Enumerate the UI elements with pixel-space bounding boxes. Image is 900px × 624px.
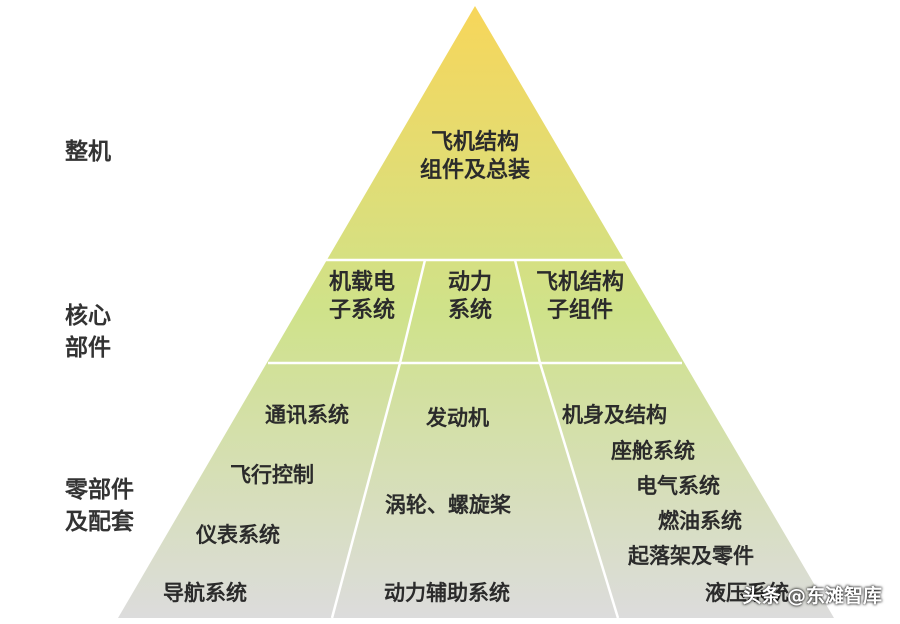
tier3-right-item: 座舱系统 [611, 439, 695, 463]
level-label-bottom: 零部件及配套 [65, 477, 134, 536]
tier3-right-item: 起落架及零件 [628, 544, 754, 568]
level-label-top: 整机 [65, 139, 111, 165]
divider-tier2-right [513, 259, 542, 364]
tier2-power: 动力系统 [447, 270, 492, 323]
level-label-middle: 核心部件 [65, 303, 111, 362]
tier3-right-item: 电气系统 [636, 474, 720, 498]
divider-tier3-left [330, 362, 402, 619]
tier3-right-item: 液压系统 [705, 581, 789, 605]
watermark: 头条 @东滩智库 [742, 585, 882, 607]
tier3-left-item: 通讯系统 [265, 403, 349, 427]
tier3-right-item: 燃油系统 [658, 509, 742, 533]
tier3-center-item: 发动机 [426, 406, 489, 430]
tier3-left-item: 仪表系统 [196, 523, 280, 547]
tier1-box: 飞机结构组件及总装 [419, 130, 530, 183]
tier3-right-item: 机身及结构 [562, 403, 667, 427]
tier2-avionics: 机载电子系统 [328, 270, 395, 323]
tier2-structure-sub: 飞机结构子组件 [535, 270, 624, 323]
tier-dividers [268, 258, 682, 619]
divider-tier2-left [398, 259, 427, 364]
tier3-center-item: 动力辅助系统 [384, 581, 510, 605]
tier3-left-item: 飞行控制 [230, 463, 314, 487]
pyramid-body [118, 6, 834, 618]
tier3-center-item: 涡轮、螺旋桨 [385, 493, 511, 517]
tier3-left-item: 导航系统 [163, 581, 247, 605]
divider-tier3-right [538, 362, 620, 619]
